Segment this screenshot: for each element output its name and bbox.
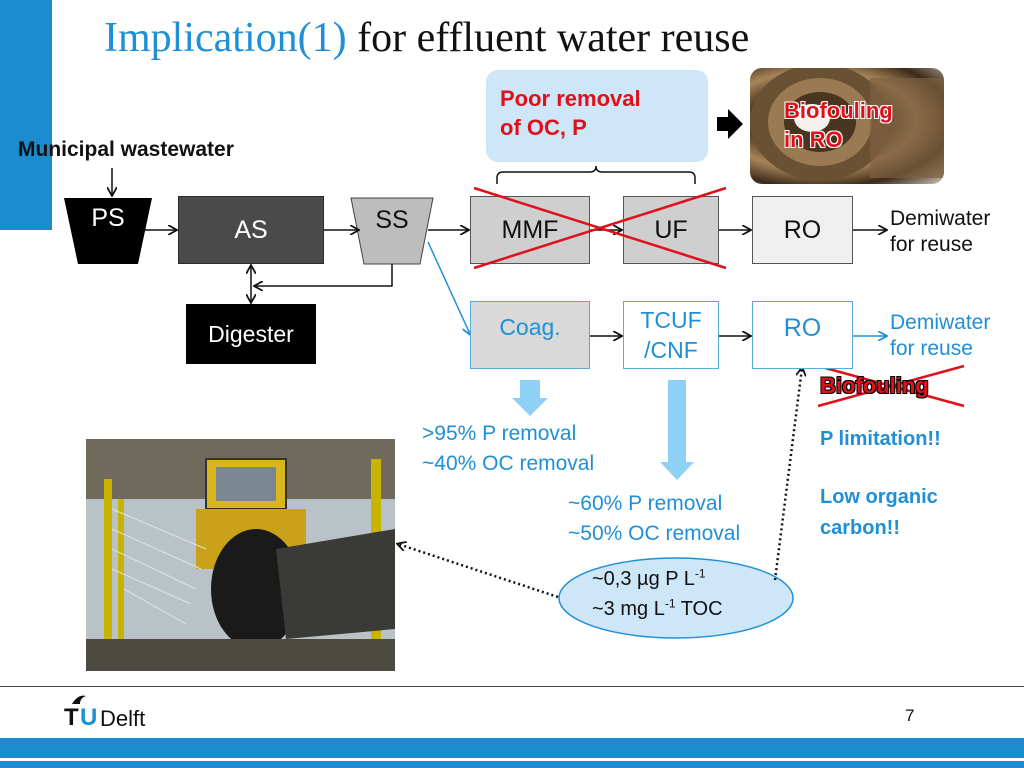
demiwater-alt-2: for reuse <box>890 337 973 360</box>
effluent-ellipse <box>558 557 794 639</box>
strike-line-4 <box>817 364 965 408</box>
brace <box>496 165 696 184</box>
tcuf-removal-oc: ~50% OC removal <box>568 522 741 545</box>
tcuf-label-1: TCUF <box>640 307 702 333</box>
ps-label: PS <box>91 203 125 232</box>
digester-box: Digester <box>186 304 316 364</box>
effluent-p: ~0,3 µg P L-1 <box>592 566 706 590</box>
ro-biofouling-line-1: Biofouling <box>784 98 893 123</box>
ro-box: RO <box>752 196 853 264</box>
bottom-accent-stripe <box>0 758 1024 761</box>
effluent-values: ~0,3 µg P L-1 ~3 mg L-1 TOC <box>592 564 723 624</box>
demiwater-top-2: for reuse <box>890 233 973 256</box>
coag-box: Coag. <box>470 301 590 369</box>
arrow-ss-return <box>255 264 393 286</box>
ss-label: SS <box>375 205 409 234</box>
ro-membrane-photo <box>750 68 944 184</box>
logo-t: T <box>64 704 79 731</box>
down-arrow-tcuf <box>660 380 694 480</box>
low-organic-carbon-label: Low organic carbon!! <box>820 486 938 539</box>
as-box: AS <box>178 196 324 264</box>
logo-delft: Delft <box>100 706 146 731</box>
mmf-box: MMF <box>470 196 590 264</box>
callout-box <box>486 70 708 162</box>
loader-washing-photo <box>86 439 395 671</box>
demiwater-top: Demiwater for reuse <box>890 206 990 258</box>
municipal-wastewater-label: Municipal wastewater <box>18 138 234 161</box>
coag-removal-text: >95% P removal ~40% OC removal <box>422 419 594 479</box>
p-limitation-label: P limitation!! <box>820 428 941 450</box>
logo-u: U <box>80 704 98 731</box>
biofouling-struck-label: Biofouling <box>820 373 929 398</box>
page-number: 7 <box>905 706 915 725</box>
tcuf-label-2: /CNF <box>644 337 698 363</box>
strike-line-2 <box>473 186 727 270</box>
uf-box: UF <box>623 196 719 264</box>
title-highlight: Implication(1) <box>104 15 347 61</box>
tcuf-box: TCUF /CNF <box>623 301 719 369</box>
dotted-arrow-ro <box>773 368 802 581</box>
coag-removal-oc: ~40% OC removal <box>422 452 595 475</box>
loader-illustration <box>86 439 395 671</box>
arrow-ss-coag <box>427 241 470 334</box>
bold-arrow-icon <box>717 109 743 139</box>
callout-line-2: of OC, P <box>500 115 587 140</box>
effluent-toc: ~3 mg L-1 TOC <box>592 596 723 620</box>
ro-biofouling-label: Biofouling in RO <box>784 96 893 154</box>
tcuf-removal-text: ~60% P removal ~50% OC removal <box>568 489 740 549</box>
callout-line-1: Poor removal <box>500 86 641 111</box>
flame-icon <box>72 695 86 704</box>
tcuf-removal-p: ~60% P removal <box>568 492 723 515</box>
ps-shape <box>64 198 152 264</box>
slide-title: Implication(1) for effluent water reuse <box>104 14 749 62</box>
demiwater-alt-1: Demiwater <box>890 311 991 334</box>
ro-biofouling-line-2: in RO <box>784 127 843 152</box>
ss-shape <box>350 197 434 265</box>
dotted-arrow-photo <box>398 544 559 599</box>
coag-removal-p: >95% P removal <box>422 422 577 445</box>
membrane-illustration <box>750 68 944 180</box>
demiwater-top-1: Demiwater <box>890 207 991 230</box>
footer-divider <box>0 686 1024 687</box>
ro-alt-box: RO <box>752 301 853 369</box>
title-rest: for effluent water reuse <box>346 15 750 61</box>
bottom-accent-bar <box>0 738 1024 768</box>
callout-text: Poor removal of OC, P <box>500 84 641 142</box>
down-arrow-coag <box>512 380 548 416</box>
demiwater-alt: Demiwater for reuse <box>890 310 990 362</box>
left-accent-bar <box>0 0 52 230</box>
